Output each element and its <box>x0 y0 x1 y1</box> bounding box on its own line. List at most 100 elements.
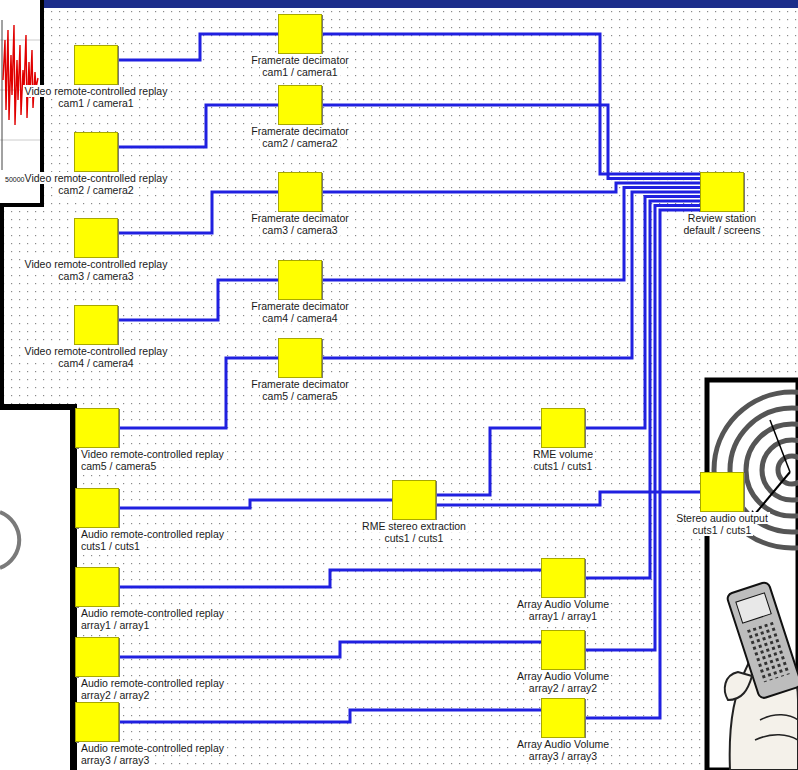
wire <box>119 570 541 587</box>
block-label: Framerate decimator <box>249 212 350 224</box>
block-label: Audio remote-controlled replay <box>79 742 226 754</box>
block-label: cam4 / camera4 <box>260 312 339 324</box>
circle-fragment <box>0 512 19 568</box>
block-label-line: cam1 / camera1 <box>23 97 170 109</box>
block-icon <box>74 132 118 172</box>
block-icon <box>74 45 118 85</box>
block-label: cam4 / camera4 <box>56 357 135 369</box>
block-label-line: cam4 / camera4 <box>23 357 170 369</box>
block-label-line: array3 / array3 <box>515 750 611 762</box>
volume-block: Array Audio Volumearray3 / array3 <box>515 698 611 762</box>
replay-block: Audio remote-controlled replaycuts1 / cu… <box>75 488 226 552</box>
panel-border <box>0 404 77 410</box>
block-label: cam2 / camera2 <box>56 184 135 196</box>
wire <box>322 188 700 281</box>
replay-block: Video remote-controlled replaycam5 / cam… <box>75 408 226 472</box>
chart-grid <box>0 140 40 141</box>
block-icon <box>541 408 585 448</box>
block-icon <box>75 637 119 677</box>
block-label: cam5 / camera5 <box>79 460 158 472</box>
block-label-line: array1 / array1 <box>515 610 611 622</box>
block-label: Audio remote-controlled replay <box>79 528 226 540</box>
block-label-line: array2 / array2 <box>75 689 226 701</box>
block-label-line: Array Audio Volume <box>515 670 611 682</box>
thumb <box>725 672 752 700</box>
axis-number: 50000 <box>5 176 24 183</box>
replay-block: Video remote-controlled replaycam3 / cam… <box>23 218 170 282</box>
output-block: Stereo audio outputcuts1 / cuts1 <box>674 472 770 536</box>
review-block: Review stationdefault / screens <box>681 172 762 236</box>
finger-line <box>760 715 798 720</box>
block-label: cam1 / camera1 <box>56 97 135 109</box>
chart-border <box>0 203 44 207</box>
volume-block: Array Audio Volumearray1 / array1 <box>515 558 611 622</box>
block-label: array3 / array3 <box>79 754 151 766</box>
block-icon <box>75 567 119 607</box>
wire <box>119 358 278 428</box>
block-label-line: Review station <box>681 212 762 224</box>
signal-ring <box>746 424 798 516</box>
block-label-line: cuts1 / cuts1 <box>75 540 226 552</box>
block-label: cuts1 / cuts1 <box>691 524 754 536</box>
block-label-line: Audio remote-controlled replay <box>75 607 226 619</box>
block-label-line: cam5 / camera5 <box>75 460 226 472</box>
block-icon <box>74 218 118 258</box>
replay-block: Audio remote-controlled replayarray1 / a… <box>75 567 226 631</box>
block-label: Framerate decimator <box>249 54 350 66</box>
block-label-line: Video remote-controlled replay <box>23 172 170 184</box>
block-icon <box>700 472 744 512</box>
block-label: Video remote-controlled replay <box>23 345 170 357</box>
outer-ground <box>0 409 70 770</box>
phone-keypad <box>745 621 791 683</box>
top-strip <box>42 0 798 8</box>
block-label: cam2 / camera2 <box>260 137 339 149</box>
extraction-block: RME stereo extractioncuts1 / cuts1 <box>360 480 468 544</box>
wire <box>322 105 700 179</box>
phone-illustration <box>714 392 798 770</box>
block-label: default / screens <box>681 224 762 236</box>
block-label-line: Video remote-controlled replay <box>23 258 170 270</box>
waveform <box>3 25 38 125</box>
block-icon <box>541 558 585 598</box>
wire <box>322 192 700 358</box>
block-label: cam5 / camera5 <box>260 390 339 402</box>
block-label: cuts1 / cuts1 <box>532 460 595 472</box>
block-label: Array Audio Volume <box>515 670 611 682</box>
signal-ring <box>778 456 798 484</box>
block-label-line: Array Audio Volume <box>515 598 611 610</box>
block-label-line: array3 / array3 <box>75 754 226 766</box>
block-label-line: Video remote-controlled replay <box>23 85 170 97</box>
block-label: RME volume <box>531 448 595 460</box>
block-label: cam3 / camera3 <box>56 270 135 282</box>
block-label: array2 / array2 <box>527 682 599 694</box>
block-label-line: cam1 / camera1 <box>249 66 350 78</box>
block-label-line: Framerate decimator <box>249 378 350 390</box>
block-label-line: Array Audio Volume <box>515 738 611 750</box>
block-label-line: cuts1 / cuts1 <box>531 460 595 472</box>
block-icon <box>278 338 322 378</box>
block-icon <box>278 85 322 125</box>
replay-block: Audio remote-controlled replayarray3 / a… <box>75 702 226 766</box>
block-label-line: Audio remote-controlled replay <box>75 742 226 754</box>
signal-ring <box>762 440 798 500</box>
block-label: Audio remote-controlled replay <box>79 607 226 619</box>
replay-block: Video remote-controlled replaycam2 / cam… <box>23 132 170 196</box>
phone-screen <box>736 593 771 623</box>
block-label: Video remote-controlled replay <box>79 448 226 460</box>
block-label: Framerate decimator <box>249 300 350 312</box>
block-label-line: Video remote-controlled replay <box>75 448 226 460</box>
block-label: cam3 / camera3 <box>260 224 339 236</box>
block-label-line: cam3 / camera3 <box>249 224 350 236</box>
block-label-line: Audio remote-controlled replay <box>75 677 226 689</box>
block-label-line: Framerate decimator <box>249 125 350 137</box>
finger-line <box>755 735 798 740</box>
block-label-line: cam5 / camera5 <box>249 390 350 402</box>
block-label-line: cuts1 / cuts1 <box>360 532 468 544</box>
wire <box>585 210 700 718</box>
block-icon <box>278 14 322 54</box>
replay-block: Audio remote-controlled replayarray2 / a… <box>75 637 226 701</box>
block-label-line: array1 / array1 <box>75 619 226 631</box>
